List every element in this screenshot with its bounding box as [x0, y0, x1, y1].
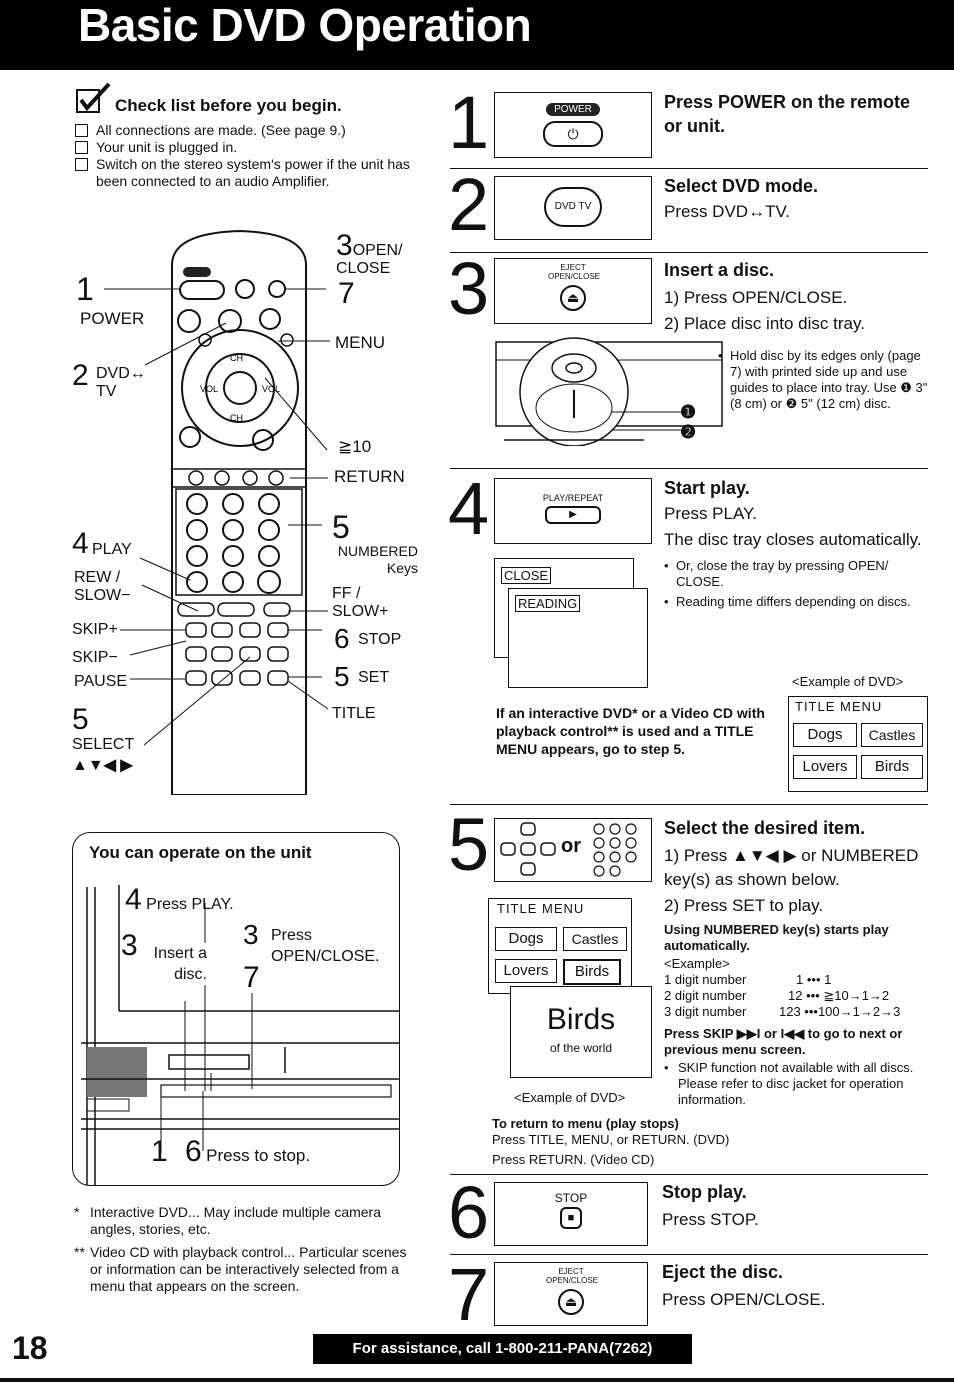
stop-icon: ■ [560, 1207, 582, 1229]
open-close-button-illustration: EJECT OPEN/CLOSE ⏏ [494, 258, 652, 324]
checkmark-icon [76, 82, 111, 113]
page-header: Basic DVD Operation [0, 0, 954, 70]
cursor-keys-icon [500, 822, 556, 876]
ff-slow-label: FF / SLOW+ [332, 585, 389, 620]
ge10-label: ≧10 [338, 437, 372, 456]
unit-box-title: You can operate on the unit [89, 843, 312, 862]
step-7-title: Eject the disc. [662, 1262, 784, 1282]
dvd-unit-illustration [81, 885, 399, 1185]
page-title: Basic DVD Operation [78, 0, 532, 51]
numbered-keys-label: NUMBERED Keys [337, 543, 418, 576]
select-label: SELECT [72, 736, 135, 753]
return-menu-title: To return to menu (play stops) [492, 1116, 679, 1131]
checklist-item: Your unit is plugged in. [75, 139, 435, 156]
insert-disc-text: Insert a disc. [143, 943, 207, 985]
arrow-keys-label: ▲▼◀ ▶ [72, 757, 133, 774]
press-to-stop-text: Press to stop. [206, 1146, 311, 1165]
dvd-tv-label: DVD↔ TV [96, 365, 146, 400]
interactive-note: If an interactive DVD* or a Video CD wit… [496, 705, 765, 757]
skip-plus-label: SKIP+ [72, 621, 118, 638]
svg-text:VOL: VOL [200, 384, 218, 394]
play-button-illustration: PLAY/REPEAT ▶ [494, 478, 652, 544]
step-4-number: 4 [448, 467, 490, 550]
step-5-number: 5 [448, 803, 490, 886]
title-menu-screen-2: TITLE MENU Dogs Castles Lovers Birds [488, 898, 632, 994]
power-icon: ⏻ [543, 121, 603, 147]
checklist-title: Check list before you begin. [115, 96, 342, 115]
step-3-title: Insert a disc. [664, 260, 775, 280]
svg-text:CH: CH [230, 353, 243, 363]
dvd-tv-button-illustration: DVD TV [494, 176, 652, 240]
rew-slow-label: REW / SLOW− [74, 569, 131, 604]
dvd-tv-icon: DVD TV [544, 187, 602, 227]
step-6-title: Stop play. [662, 1182, 747, 1202]
step-1-number: 1 [448, 81, 490, 164]
open-close-label: OPEN/ CLOSE [336, 242, 403, 277]
checklist-item: Switch on the stereo system's power if t… [75, 156, 435, 190]
step-2-number: 2 [448, 163, 490, 246]
menu-item: Lovers [495, 959, 557, 983]
disc-tray-illustration [495, 337, 723, 446]
step-2-title: Select DVD mode. [664, 176, 819, 196]
return-label: RETURN [334, 467, 405, 486]
birds-screen: Birds of the world [510, 986, 652, 1078]
hold-disc-note: Hold disc by its edges only (page 7) wit… [730, 348, 928, 411]
select-keys-illustration: or [494, 818, 652, 882]
skip-note: Press SKIP ▶▶I or I◀◀ to go to next or p… [664, 1026, 903, 1057]
svg-text:CH: CH [230, 413, 243, 423]
stop-label: STOP [358, 631, 402, 648]
remote-diagram: CH CH VOL VOL [60, 225, 430, 795]
press-open-close-text: Press OPEN/CLOSE. [271, 927, 380, 965]
eject-button-illustration: EJECT OPEN/CLOSE ⏏ [494, 1262, 648, 1326]
menu-item: Dogs [793, 723, 857, 747]
press-play-text: Press PLAY. [146, 896, 234, 913]
menu-item: Castles [563, 927, 627, 951]
menu-item: Castles [861, 723, 923, 747]
menu-item: Birds [861, 755, 923, 779]
step-7-number: 7 [448, 1253, 490, 1336]
menu-item: Lovers [793, 755, 857, 779]
svg-text:VOL: VOL [262, 384, 280, 394]
menu-label: MENU [335, 333, 386, 352]
power-label: POWER [80, 309, 145, 328]
remote-control-illustration: CH CH VOL VOL [104, 229, 330, 795]
eject-icon: ⏏ [560, 285, 586, 311]
title-label: TITLE [332, 705, 376, 722]
menu-item: Dogs [495, 927, 557, 951]
power-button-illustration: POWER ⏻ [494, 92, 652, 158]
pause-label: PAUSE [74, 673, 128, 690]
skip-minus-label: SKIP− [72, 649, 118, 666]
page-number: 18 [12, 1330, 48, 1366]
eject-icon: ⏏ [558, 1289, 584, 1315]
set-label: SET [358, 669, 390, 686]
assistance-footer: For assistance, call 1-800-211-PANA(7262… [313, 1334, 692, 1364]
interactive-dvd-note: Interactive DVD... May include multiple … [90, 1204, 381, 1237]
step-6-number: 6 [448, 1171, 490, 1254]
numbered-note: Using NUMBERED key(s) starts play automa… [664, 922, 889, 953]
step-1-title: Press POWER on the remote or unit. [664, 92, 911, 136]
unit-operation-box: You can operate on the unit 4 Press PLAY… [72, 832, 400, 1186]
step-4-title: Start play. [664, 478, 750, 498]
step-3-number: 3 [448, 247, 490, 330]
step-5-title: Select the desired item. [664, 818, 866, 838]
menu-item-selected: Birds [563, 959, 621, 985]
checklist-item: All connections are made. (See page 9.) [75, 122, 435, 139]
footnotes: *Interactive DVD... May include multiple… [74, 1204, 414, 1295]
video-cd-note: Video CD with playback control... Partic… [90, 1244, 407, 1294]
play-label: PLAY [92, 541, 132, 558]
checklist: Check list before you begin. All connect… [75, 82, 435, 190]
screen-reading: READING [508, 588, 648, 688]
play-icon: ▶ [545, 506, 601, 524]
stop-button-illustration: STOP ■ [494, 1182, 648, 1246]
number-keys-icon [593, 823, 637, 877]
title-menu-screen: TITLE MENU Dogs Castles Lovers Birds [788, 696, 928, 792]
